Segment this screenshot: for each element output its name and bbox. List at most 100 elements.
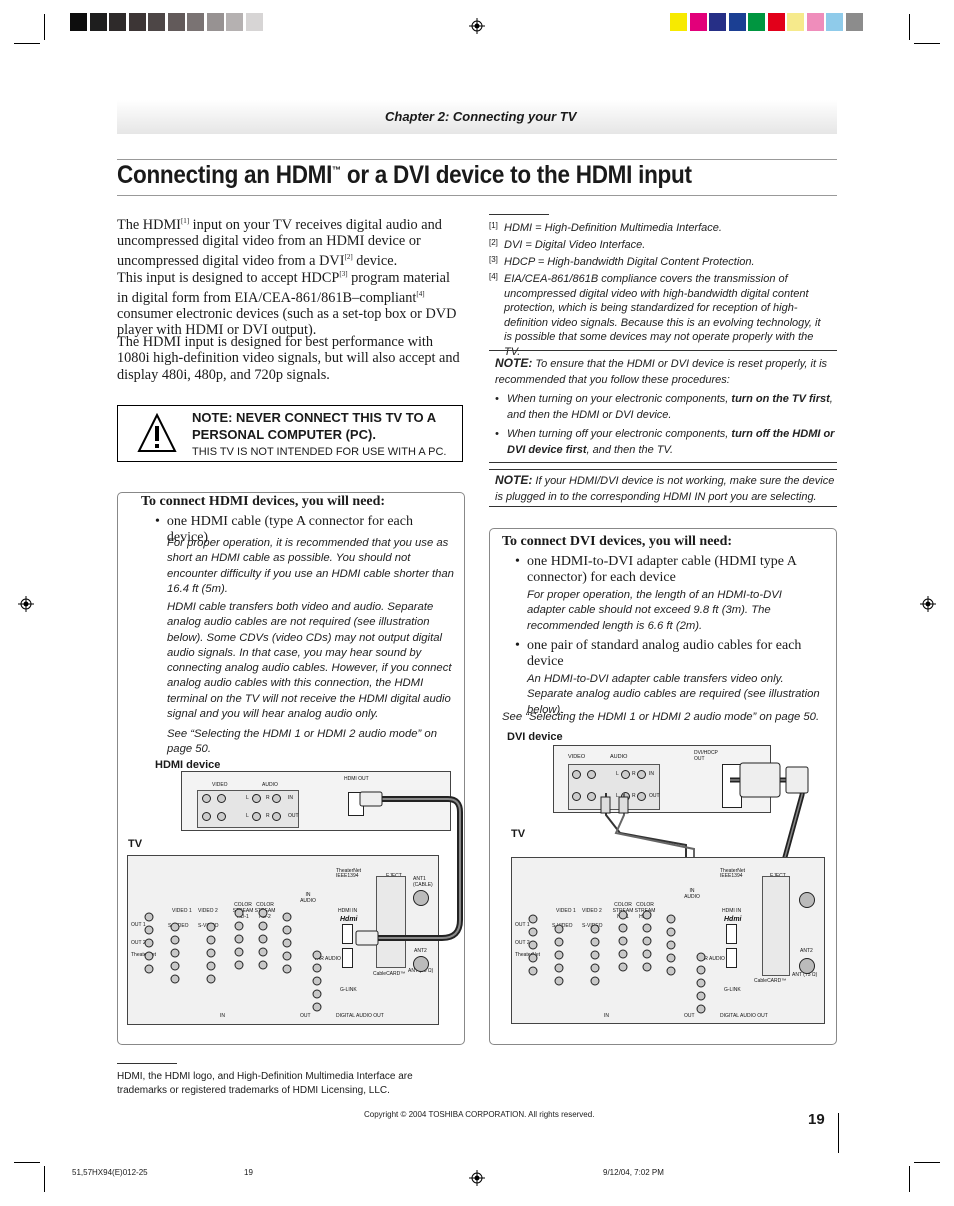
color-swatch [709, 13, 726, 31]
rca-jack-icon [618, 936, 628, 946]
rca-jack-icon [696, 1004, 706, 1014]
registration-mark-icon [469, 18, 485, 34]
video-jack-icon [217, 794, 226, 803]
crop-mark [909, 1166, 910, 1192]
rca-jack-icon [590, 963, 600, 973]
hdmi-audio-note: HDMI cable transfers both video and audi… [167, 601, 452, 721]
color-swatch [767, 13, 785, 31]
rca-jack-icon [170, 974, 180, 984]
copyright-notice: Copyright © 2004 TOSHIBA CORPORATION. Al… [364, 1110, 595, 1119]
rca-jack-icon [590, 924, 600, 934]
audio-r-jack-icon [272, 794, 281, 803]
rca-jack-icon [170, 935, 180, 945]
rca-jack-icon [642, 936, 652, 946]
rca-jack-icon [666, 953, 676, 963]
pc-warning-heading: NOTE: NEVER CONNECT THIS TV TO A PERSONA… [192, 410, 436, 442]
rca-jack-icon [618, 910, 628, 920]
footnote-item: [2]DVI = Digital Video Interface. [489, 238, 646, 251]
rca-jack-icon [234, 921, 244, 931]
tv-jack-grid [144, 908, 322, 1012]
rca-jack-icon [144, 964, 154, 974]
intro-paragraph-2: This input is designed to accept HDCP[3]… [117, 269, 457, 339]
rca-jack-icon [144, 951, 154, 961]
rca-jack-icon [590, 937, 600, 947]
hdmi-requirement-bullet: •one HDMI cable (type A connector for ea… [155, 514, 413, 545]
video-jack-icon [217, 812, 226, 821]
ant2-jack-icon [413, 956, 429, 972]
gray-swatch [89, 13, 107, 31]
tv-jack-grid [528, 910, 706, 1014]
gray-swatch [167, 13, 185, 31]
title-rule-bottom [117, 195, 837, 196]
title-rule-top [117, 159, 837, 160]
hdmi-device-label: HDMI device [155, 759, 221, 771]
gray-swatch [187, 13, 204, 31]
rca-jack-icon [618, 923, 628, 933]
svideo-jack-icon [572, 792, 581, 801]
trademark-rule [117, 1063, 177, 1064]
rca-jack-icon [642, 949, 652, 959]
rca-jack-icon [554, 963, 564, 973]
hdmi-connection-section [117, 492, 465, 1045]
gray-swatch [245, 13, 263, 31]
dvi-tv-label: TV [511, 828, 526, 840]
trademark-notice: HDMI, the HDMI logo, and High-Definition… [117, 1071, 413, 1096]
hdmi-tv-label: TV [128, 838, 143, 850]
gray-swatch [226, 13, 243, 31]
note-rule [489, 506, 837, 507]
note-reset-procedure: NOTE: To ensure that the HDMI or DVI dev… [495, 356, 835, 458]
ant1-jack-icon [413, 890, 429, 906]
rca-jack-icon [234, 908, 244, 918]
intro-paragraph-3: The HDMI input is designed for best perf… [117, 334, 460, 383]
note-bullet: •When turning on your electronic compone… [495, 393, 833, 421]
cablecard-slot [376, 876, 406, 968]
video-jack-icon [587, 770, 596, 779]
audio-l-jack-icon [252, 812, 261, 821]
rca-jack-icon [590, 976, 600, 986]
rca-jack-icon [666, 966, 676, 976]
note-rule [489, 350, 837, 351]
rca-jack-icon [206, 948, 216, 958]
rca-jack-icon [528, 953, 538, 963]
gray-swatch [70, 13, 87, 31]
page-title: Connecting an HDMI™ or a DVI device to t… [117, 161, 692, 189]
hdmi-cable-icon [355, 791, 463, 946]
gray-swatch [148, 13, 165, 31]
ant2-jack-icon [799, 958, 815, 974]
gray-swatch [206, 13, 224, 31]
footer-file-name: 51,57HX94(E)012-25 [72, 1168, 148, 1177]
rca-jack-icon [312, 976, 322, 986]
page-number: 19 [808, 1111, 825, 1128]
gray-swatch [128, 13, 146, 31]
rca-jack-icon [696, 952, 706, 962]
pc-warning-subtext: THIS TV IS NOT INTENDED FOR USE WITH A P… [192, 446, 447, 458]
hdmi-in-port-1-icon [726, 924, 737, 944]
rca-jack-icon [258, 960, 268, 970]
rca-jack-icon [282, 925, 292, 935]
intro-paragraph-1: The HDMI[1] input on your TV receives di… [117, 216, 442, 270]
rca-jack-icon [312, 1002, 322, 1012]
rca-jack-icon [144, 925, 154, 935]
note-rule [489, 462, 837, 463]
registration-mark-icon [920, 596, 936, 612]
rca-jack-icon [312, 950, 322, 960]
rca-jack-icon [282, 912, 292, 922]
crop-mark [909, 14, 910, 40]
page-number-rule [838, 1113, 839, 1153]
rca-jack-icon [282, 938, 292, 948]
registration-mark-icon [469, 1170, 485, 1186]
rca-jack-icon [206, 961, 216, 971]
rca-jack-icon [590, 950, 600, 960]
rca-jack-icon [696, 991, 706, 1001]
note-device-not-working: NOTE: If your HDMI/DVI device is not wor… [495, 473, 835, 503]
footnote-rule [489, 214, 549, 215]
audio-l-jack-icon [252, 794, 261, 803]
rca-jack-icon [312, 989, 322, 999]
dvi-requirement-bullet: •one pair of standard analog audio cable… [515, 638, 802, 669]
gray-swatch [109, 13, 126, 31]
audio-r-jack-icon [272, 812, 281, 821]
ant1-jack-icon [799, 892, 815, 908]
rca-jack-icon [234, 947, 244, 957]
rca-jack-icon [170, 961, 180, 971]
rca-jack-icon [666, 914, 676, 924]
